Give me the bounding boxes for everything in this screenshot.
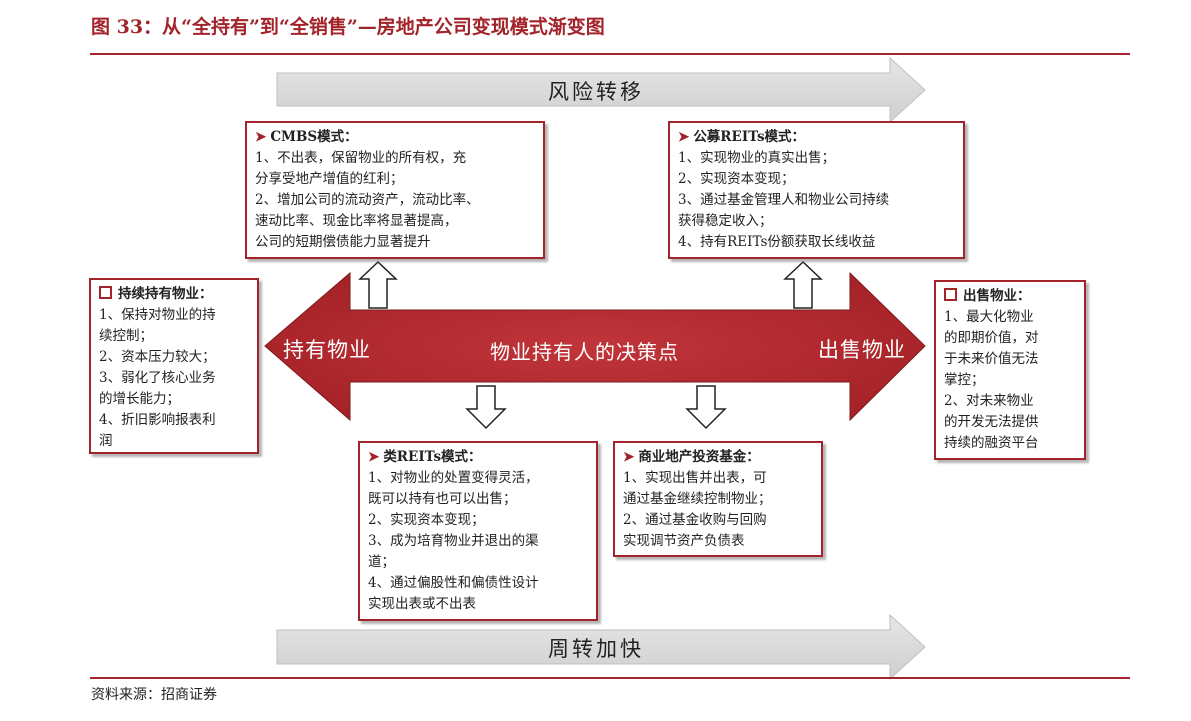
quasi-reits-line: 4、通过偏股性和偏债性设计 <box>368 575 539 591</box>
continuous-hold-line: 润 <box>99 433 113 449</box>
top-band-label: 风险转移 <box>548 80 644 104</box>
cmbs-title: CMBS模式： <box>270 129 358 145</box>
sell-property-line: 的开发无法提供 <box>944 414 1039 430</box>
public-reits-line: 1、实现物业的真实出售； <box>678 150 836 166</box>
up-arrow-left <box>358 260 398 309</box>
figure-title: 图 33：从“全持有”到“全销售”—房地产公司变现模式渐变图 <box>91 16 605 38</box>
quasi-reits-box: ➤类REITs模式： 1、对物业的处置变得灵活， 既可以持有也可以出售； 2、实… <box>358 441 598 621</box>
bottom-band-label: 周转加快 <box>548 637 644 661</box>
quasi-reits-line: 2、实现资本变现； <box>368 512 485 528</box>
bottom-band-arrow <box>276 613 926 681</box>
commercial-fund-line: 1、实现出售并出表，可 <box>623 470 767 486</box>
continuous-hold-box: 持续持有物业： 1、保持对物业的持 续控制； 2、资本压力较大； 3、弱化了核心… <box>89 278 259 454</box>
cmbs-line: 公司的短期偿债能力显著提升 <box>255 234 431 250</box>
title-rule <box>90 53 1130 55</box>
square-marker-icon <box>944 288 957 301</box>
quasi-reits-line: 实现出表或不出表 <box>368 596 476 612</box>
continuous-hold-line: 1、保持对物业的持 <box>99 307 216 323</box>
cmbs-line: 分享受地产增值的红利； <box>255 171 404 187</box>
continuous-hold-line: 续控制； <box>99 328 153 344</box>
quasi-reits-title: 类REITs模式： <box>383 449 482 465</box>
sell-property-line: 持续的融资平台 <box>944 435 1039 451</box>
sell-property-title: 出售物业： <box>963 288 1031 304</box>
down-arrow-left <box>465 385 507 430</box>
quasi-reits-line: 1、对物业的处置变得灵活， <box>368 470 539 486</box>
continuous-hold-line: 3、弱化了核心业务 <box>99 370 216 386</box>
cmbs-box: ➤CMBS模式： 1、不出表，保留物业的所有权，充 分享受地产增值的红利； 2、… <box>245 121 545 259</box>
quasi-reits-line: 既可以持有也可以出售； <box>368 491 517 507</box>
commercial-fund-box: ➤商业地产投资基金： 1、实现出售并出表，可 通过基金继续控制物业； 2、通过基… <box>613 441 823 557</box>
public-reits-line: 获得稳定收入； <box>678 213 773 229</box>
sell-property-line: 于未来价值无法 <box>944 351 1039 367</box>
arrow-marker-icon: ➤ <box>678 129 690 145</box>
public-reits-line: 4、持有REITs份额获取长线收益 <box>678 234 876 250</box>
public-reits-line: 3、通过基金管理人和物业公司持续 <box>678 192 890 208</box>
sell-property-line: 掌控； <box>944 372 985 388</box>
continuous-hold-line: 4、折旧影响报表利 <box>99 412 216 428</box>
arrow-marker-icon: ➤ <box>368 449 380 465</box>
square-marker-icon <box>99 286 112 299</box>
up-arrow-right <box>783 260 823 309</box>
public-reits-title: 公募REITs模式： <box>693 129 806 145</box>
down-arrow-right <box>685 385 727 430</box>
quasi-reits-line: 道； <box>368 554 395 570</box>
cmbs-line: 2、增加公司的流动资产，流动比率、 <box>255 192 480 208</box>
hold-property-label: 持有物业 <box>283 338 371 362</box>
sell-property-box: 出售物业： 1、最大化物业 的即期价值，对 于未来价值无法 掌控； 2、对未来物… <box>934 280 1086 460</box>
public-reits-box: ➤公募REITs模式： 1、实现物业的真实出售； 2、实现资本变现； 3、通过基… <box>668 121 965 259</box>
arrow-marker-icon: ➤ <box>255 129 267 145</box>
commercial-fund-line: 通过基金继续控制物业； <box>623 491 772 507</box>
cmbs-line: 1、不出表，保留物业的所有权，充 <box>255 150 467 166</box>
continuous-hold-line: 的增长能力； <box>99 391 180 407</box>
commercial-fund-line: 2、通过基金收购与回购 <box>623 512 767 528</box>
continuous-hold-title: 持续持有物业： <box>118 286 213 302</box>
top-band-arrow <box>276 56 926 124</box>
public-reits-line: 2、实现资本变现； <box>678 171 795 187</box>
sell-property-line: 2、对未来物业 <box>944 393 1034 409</box>
quasi-reits-line: 3、成为培育物业并退出的渠 <box>368 533 539 549</box>
sell-property-line: 1、最大化物业 <box>944 309 1034 325</box>
main-double-arrow <box>264 271 926 422</box>
commercial-fund-line: 实现调节资产负债表 <box>623 533 745 549</box>
source-note: 资料来源：招商证券 <box>91 687 217 703</box>
arrow-marker-icon: ➤ <box>623 449 635 465</box>
continuous-hold-line: 2、资本压力较大； <box>99 349 216 365</box>
decision-point-label: 物业持有人的决策点 <box>490 340 679 364</box>
source-rule <box>90 677 1130 679</box>
commercial-fund-title: 商业地产投资基金： <box>638 449 760 465</box>
sell-property-line: 的即期价值，对 <box>944 330 1039 346</box>
cmbs-line: 速动比率、现金比率将显著提高， <box>255 213 458 229</box>
sell-property-label: 出售物业 <box>818 338 906 362</box>
